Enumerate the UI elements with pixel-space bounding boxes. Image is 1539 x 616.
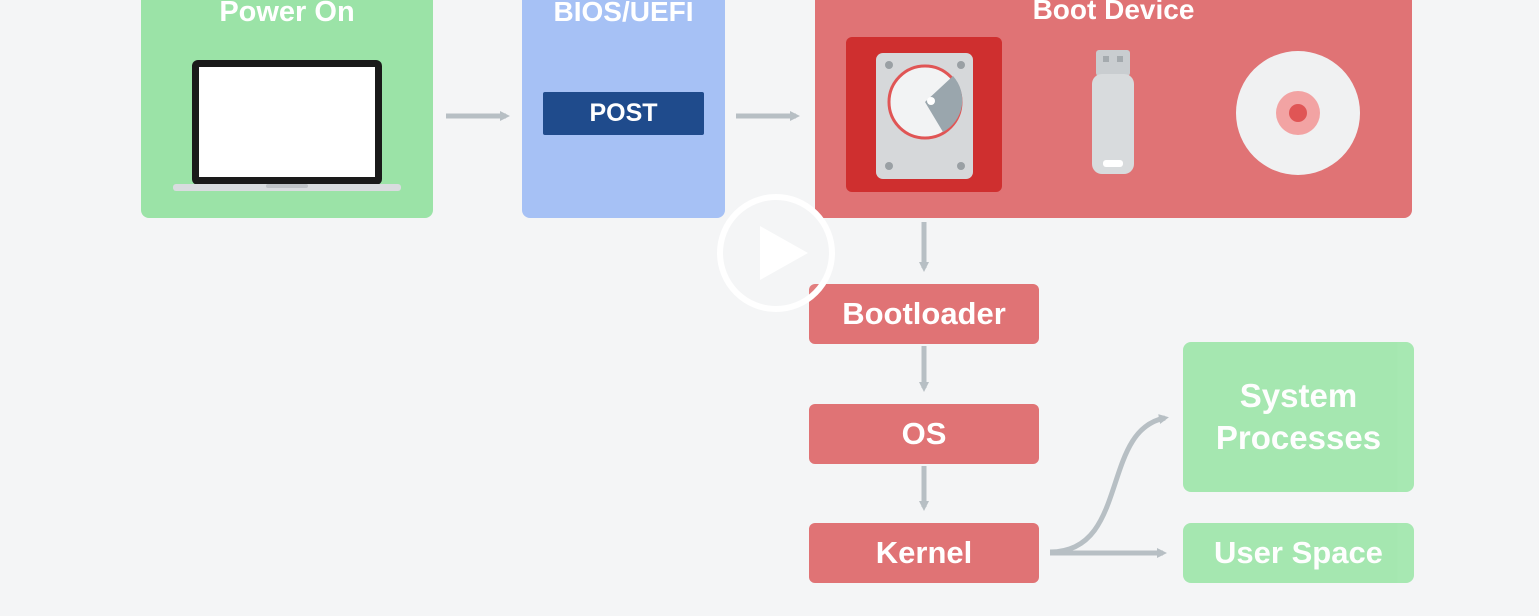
- bootloader-step: Bootloader: [809, 284, 1039, 344]
- hard-drive-icon: [846, 37, 1002, 192]
- user-space-box: User Space: [1183, 523, 1414, 583]
- bios-uefi-box: BIOS/UEFI POST: [522, 0, 725, 218]
- arrow-kernel-to-system-processes: [1049, 414, 1169, 555]
- system-processes-label-line-2: Processes: [1215, 419, 1382, 456]
- system-processes-box: System Processes: [1183, 342, 1414, 492]
- kernel-step: Kernel: [809, 523, 1039, 583]
- optical-disc-icon: [1236, 51, 1360, 175]
- power-on-title: Power On: [219, 0, 355, 28]
- power-on-box: Power On: [141, 0, 433, 218]
- boot-device-title: Boot Device: [1032, 0, 1195, 25]
- bios-uefi-title: BIOS/UEFI: [553, 0, 694, 27]
- post-badge: POST: [543, 92, 704, 135]
- usb-drive-icon: [1092, 50, 1134, 174]
- play-icon[interactable]: [717, 194, 835, 312]
- os-step: OS: [809, 404, 1039, 464]
- laptop-icon: [173, 60, 401, 191]
- system-processes-label-line-1: System: [1239, 377, 1358, 414]
- boot-device-box: Boot Device: [815, 0, 1412, 218]
